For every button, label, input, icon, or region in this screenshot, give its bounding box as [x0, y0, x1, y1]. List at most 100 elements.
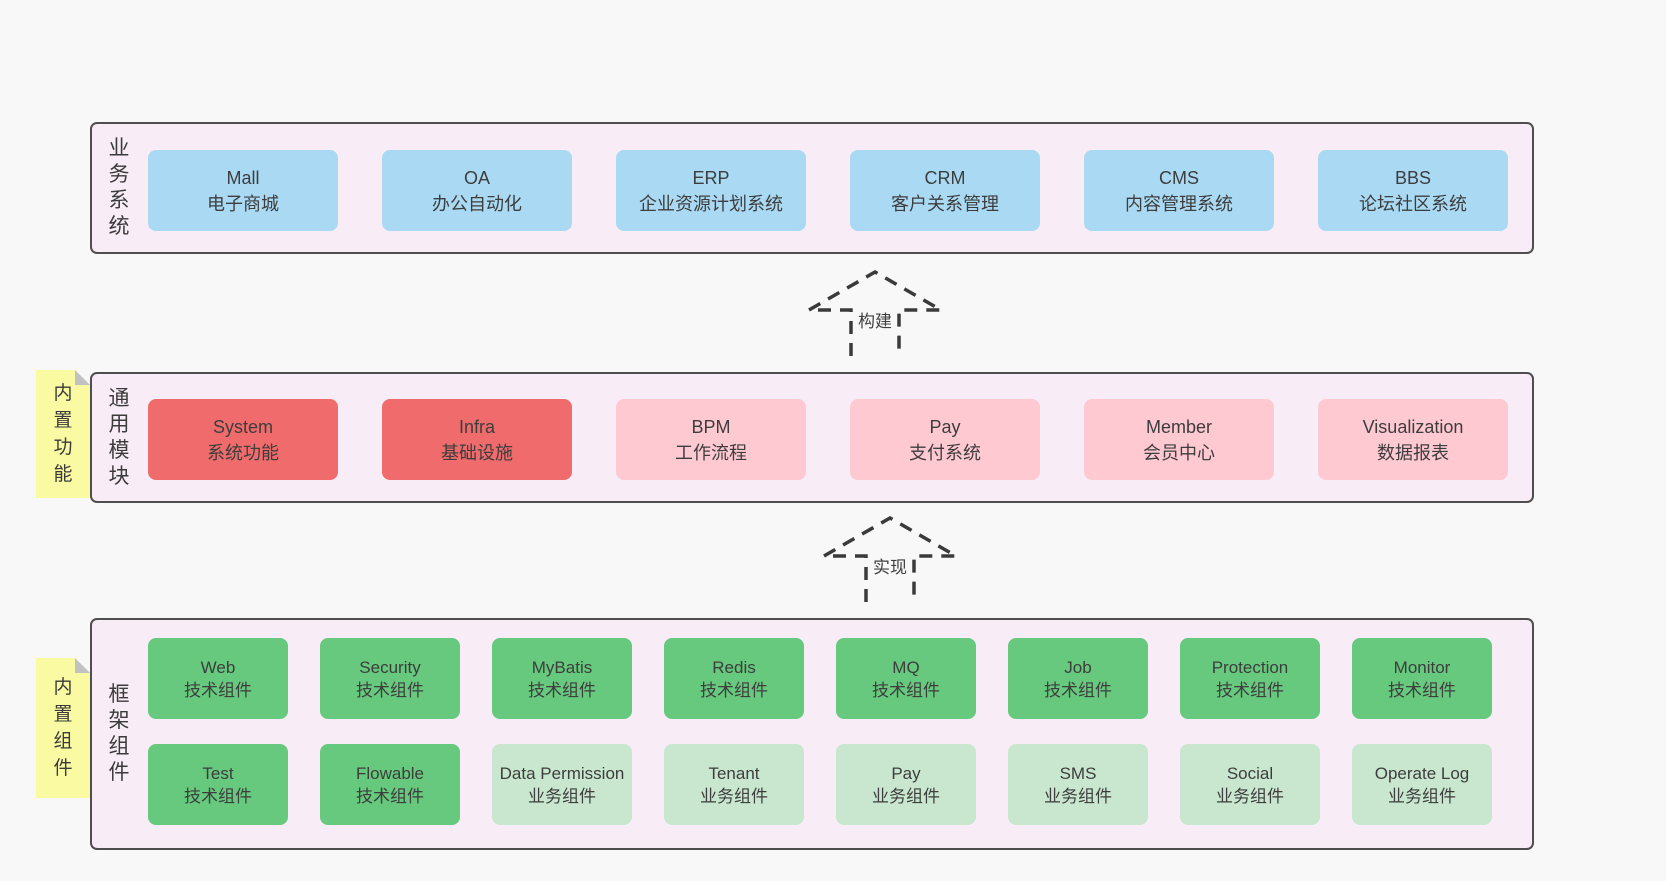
box-member: Member 会员中心 — [1084, 399, 1274, 480]
box-pay-system: Pay 支付系统 — [850, 399, 1040, 480]
box-desc: 办公自动化 — [432, 193, 522, 214]
band-title-business-systems: 业务系统 — [108, 137, 130, 238]
box-desc: 基础设施 — [441, 442, 513, 463]
box-desc: 会员中心 — [1143, 442, 1215, 463]
arrow-up-icon — [805, 269, 945, 356]
box-desc: 技术组件 — [1044, 680, 1112, 700]
arrow-build-label: 构建 — [855, 306, 895, 333]
sticky-note-text: 内置功能 — [53, 383, 73, 485]
arrow-up-icon — [820, 515, 960, 602]
box-name: Member — [1145, 416, 1212, 437]
box-redis: Redis 技术组件 — [664, 638, 804, 719]
box-desc: 技术组件 — [700, 680, 768, 700]
box-monitor: Monitor 技术组件 — [1352, 638, 1492, 719]
box-desc: 系统功能 — [207, 442, 279, 463]
box-cms: CMS 内容管理系统 — [1084, 150, 1274, 231]
box-desc: 内容管理系统 — [1125, 193, 1233, 214]
modules-box-row: System 系统功能 Infra 基础设施 BPM 工作流程 Pay 支付系统… — [148, 399, 1508, 480]
box-desc: 技术组件 — [1388, 680, 1456, 700]
components-row-2: Test 技术组件 Flowable 技术组件 Data Permission … — [148, 744, 1492, 825]
box-name: SMS — [1059, 763, 1097, 783]
arrow-build: 构建 — [805, 268, 945, 356]
box-name: System — [212, 416, 273, 437]
box-desc: 企业资源计划系统 — [639, 193, 783, 214]
box-security: Security 技术组件 — [320, 638, 460, 719]
box-desc: 技术组件 — [528, 680, 596, 700]
band-title-framework-components: 框架组件 — [108, 683, 130, 784]
box-name: Security — [359, 657, 421, 677]
box-mybatis: MyBatis 技术组件 — [492, 638, 632, 719]
box-name: BPM — [691, 416, 731, 437]
box-job: Job 技术组件 — [1008, 638, 1148, 719]
box-name: Monitor — [1393, 657, 1451, 677]
box-name: Visualization — [1362, 416, 1464, 437]
box-name: ERP — [692, 167, 730, 188]
box-visualization: Visualization 数据报表 — [1318, 399, 1508, 480]
box-desc: 技术组件 — [184, 786, 252, 806]
box-crm: CRM 客户关系管理 — [850, 150, 1040, 231]
box-tenant: Tenant 业务组件 — [664, 744, 804, 825]
box-infra: Infra 基础设施 — [382, 399, 572, 480]
box-name: CRM — [924, 167, 966, 188]
box-name: Protection — [1211, 657, 1289, 677]
box-desc: 技术组件 — [1216, 680, 1284, 700]
box-name: Test — [202, 763, 234, 783]
box-desc: 工作流程 — [675, 442, 747, 463]
box-name: Flowable — [355, 763, 425, 783]
box-desc: 业务组件 — [1044, 786, 1112, 806]
sticky-note-builtin-components: 内置组件 — [36, 658, 90, 798]
box-flowable: Flowable 技术组件 — [320, 744, 460, 825]
box-desc: 支付系统 — [909, 442, 981, 463]
box-desc: 技术组件 — [872, 680, 940, 700]
box-desc: 业务组件 — [1216, 786, 1284, 806]
box-bpm: BPM 工作流程 — [616, 399, 806, 480]
box-name: Social — [1226, 763, 1274, 783]
arrow-implement-label: 实现 — [870, 552, 910, 579]
box-desc: 技术组件 — [356, 786, 424, 806]
box-name: Data Permission — [499, 763, 625, 783]
box-test: Test 技术组件 — [148, 744, 288, 825]
box-desc: 客户关系管理 — [891, 193, 999, 214]
box-name: Operate Log — [1374, 763, 1470, 783]
box-name: OA — [463, 167, 490, 188]
box-social: Social 业务组件 — [1180, 744, 1320, 825]
sticky-note-builtin-features: 内置功能 — [36, 370, 90, 498]
business-box-row: Mall 电子商城 OA 办公自动化 ERP 企业资源计划系统 CRM 客户关系… — [148, 150, 1508, 231]
box-desc: 技术组件 — [356, 680, 424, 700]
box-oa: OA 办公自动化 — [382, 150, 572, 231]
box-data-permission: Data Permission 业务组件 — [492, 744, 632, 825]
components-row-1: Web 技术组件 Security 技术组件 MyBatis 技术组件 Redi… — [148, 638, 1492, 719]
arrow-implement: 实现 — [820, 514, 960, 602]
box-desc: 业务组件 — [872, 786, 940, 806]
box-name: Mall — [226, 167, 260, 188]
box-desc: 数据报表 — [1377, 442, 1449, 463]
box-name: Pay — [929, 416, 961, 437]
box-name: Web — [200, 657, 236, 677]
box-name: MyBatis — [531, 657, 593, 677]
box-desc: 业务组件 — [700, 786, 768, 806]
box-bbs: BBS 论坛社区系统 — [1318, 150, 1508, 231]
box-name: CMS — [1159, 167, 1199, 188]
box-sms: SMS 业务组件 — [1008, 744, 1148, 825]
box-desc: 业务组件 — [1388, 786, 1456, 806]
box-name: Pay — [891, 763, 921, 783]
box-protection: Protection 技术组件 — [1180, 638, 1320, 719]
band-framework-components: 框架组件 Web 技术组件 Security 技术组件 MyBatis 技术组件… — [90, 618, 1534, 850]
box-name: Redis — [712, 657, 756, 677]
band-common-modules: 通用模块 System 系统功能 Infra 基础设施 BPM 工作流程 Pay… — [90, 372, 1534, 503]
box-mall: Mall 电子商城 — [148, 150, 338, 231]
box-pay-component: Pay 业务组件 — [836, 744, 976, 825]
box-name: MQ — [892, 657, 920, 677]
box-desc: 业务组件 — [528, 786, 596, 806]
box-desc: 技术组件 — [184, 680, 252, 700]
box-desc: 论坛社区系统 — [1359, 193, 1467, 214]
box-desc: 电子商城 — [207, 193, 279, 214]
box-operate-log: Operate Log 业务组件 — [1352, 744, 1492, 825]
box-name: Tenant — [708, 763, 760, 783]
band-title-common-modules: 通用模块 — [108, 386, 130, 488]
box-erp: ERP 企业资源计划系统 — [616, 150, 806, 231]
box-name: BBS — [1394, 167, 1432, 188]
box-name: Infra — [458, 416, 496, 437]
box-web: Web 技术组件 — [148, 638, 288, 719]
box-mq: MQ 技术组件 — [836, 638, 976, 719]
